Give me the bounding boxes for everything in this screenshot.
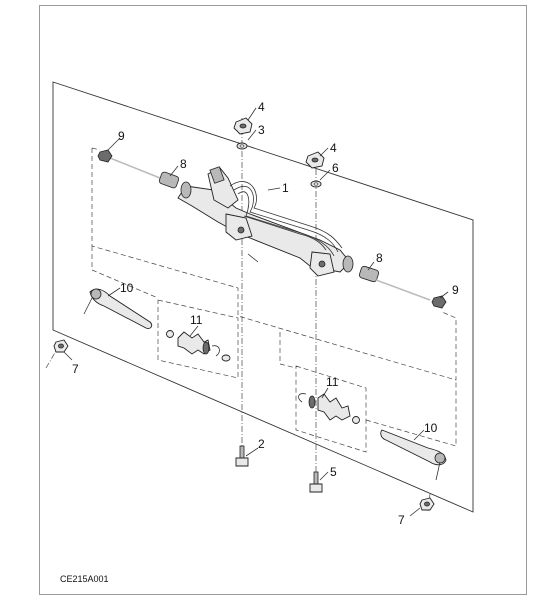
callout-nut-right: 4 xyxy=(330,141,337,155)
callout-tie-rod-inner-right: 8 xyxy=(376,251,383,265)
callout-nut-left: 4 xyxy=(258,100,265,114)
callout-boot-kit-left: 11 xyxy=(190,313,203,327)
callout-tie-rod-end-left: 10 xyxy=(120,281,134,295)
bolt-left xyxy=(235,445,249,467)
boot-kit-left xyxy=(166,330,231,362)
leader-lines xyxy=(63,107,449,517)
callout-nut-tie-right: 7 xyxy=(398,513,405,527)
callout-tie-rod-end-right: 10 xyxy=(424,421,438,435)
inner-tie-rod-right xyxy=(358,265,431,301)
tie-rod-end-right xyxy=(380,429,447,481)
tie-end-nut-right xyxy=(419,497,435,511)
callout-tie-rod-inner-left: 8 xyxy=(180,157,187,171)
figure-code: CE215A001 xyxy=(60,574,109,584)
nut-left xyxy=(233,117,253,135)
group-outline-boot-kit-left xyxy=(157,299,239,379)
bolt-right xyxy=(309,471,323,493)
group-outline-boot-kit-right xyxy=(295,365,367,453)
callout-washer-right: 6 xyxy=(332,161,339,175)
callout-locknut-right: 9 xyxy=(452,283,459,297)
tie-rod-end-left xyxy=(83,288,153,329)
washer-right xyxy=(310,180,322,188)
inner-tie-rod-left xyxy=(109,157,180,189)
callout-boot-kit-right: 11 xyxy=(326,375,339,389)
assembly-plate xyxy=(52,81,474,513)
tie-end-nut-left xyxy=(53,339,69,353)
callout-rack: 1 xyxy=(282,181,289,195)
callout-bolt-right: 5 xyxy=(330,465,337,479)
callout-washer-left: 3 xyxy=(258,123,265,137)
callout-bolt-left: 2 xyxy=(258,437,265,451)
callout-nut-tie-left: 7 xyxy=(72,362,79,376)
boot-kit-right xyxy=(298,393,360,424)
washer-left xyxy=(236,142,248,150)
callout-locknut-left: 9 xyxy=(118,129,125,143)
nut-right xyxy=(305,151,325,169)
diagram-frame xyxy=(39,5,527,595)
steering-rack-housing xyxy=(177,166,354,277)
